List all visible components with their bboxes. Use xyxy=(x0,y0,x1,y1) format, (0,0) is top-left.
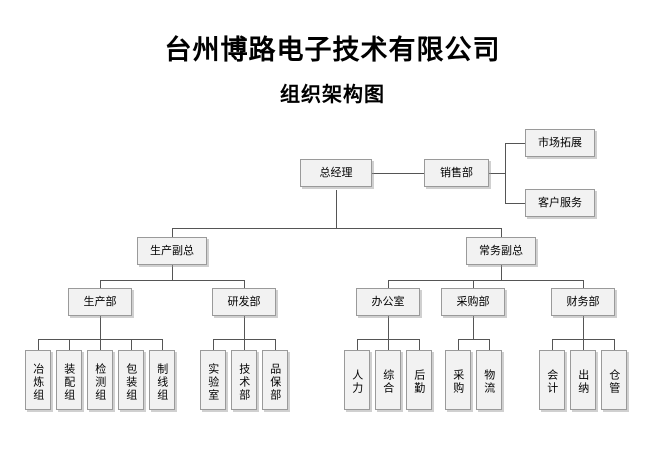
connector-office-trunk xyxy=(388,316,389,339)
connector-office-grp-1 xyxy=(388,339,389,350)
connector-office-grp-0 xyxy=(357,339,358,350)
connector-prod-grp-4 xyxy=(162,339,163,350)
connector-sales-bus xyxy=(505,143,506,204)
connector-gm-to-sales xyxy=(372,173,424,174)
node-finance-dept[interactable]: 财务部 xyxy=(551,288,615,316)
node-rd-dept[interactable]: 研发部 xyxy=(212,288,276,316)
node-production-vp[interactable]: 生产副总 xyxy=(137,237,207,265)
connector-prod-grp-2 xyxy=(100,339,101,350)
connector-rd-grp-0 xyxy=(213,339,214,350)
connector-fin-grp-1 xyxy=(583,339,584,350)
node-executive-vp[interactable]: 常务副总 xyxy=(466,237,536,265)
connector-prod-grp-1 xyxy=(69,339,70,350)
node-production-group[interactable]: 冶炼组 xyxy=(25,350,51,410)
connector-production-trunk xyxy=(100,316,101,339)
connector-bus-to-prod-vp xyxy=(172,228,173,237)
connector-rd-trunk xyxy=(244,316,245,339)
chart-subtitle: 组织架构图 xyxy=(280,82,385,106)
connector-sales-to-service xyxy=(505,203,525,204)
node-rd-group[interactable]: 技术部 xyxy=(231,350,257,410)
connector-bus-to-exec-vp xyxy=(501,228,502,237)
node-customer-service[interactable]: 客户服务 xyxy=(525,189,595,217)
connector-to-finance-dept xyxy=(583,280,584,288)
connector-sales-to-market xyxy=(505,143,525,144)
node-production-group[interactable]: 装配组 xyxy=(56,350,82,410)
connector-prod-vp-trunk xyxy=(172,265,173,280)
connector-office-grp-2 xyxy=(419,339,420,350)
connector-fin-grp-2 xyxy=(614,339,615,350)
node-production-group[interactable]: 包装组 xyxy=(118,350,144,410)
connector-vp-bus xyxy=(172,228,501,229)
connector-rd-grp-1 xyxy=(244,339,245,350)
node-production-group[interactable]: 检测组 xyxy=(87,350,113,410)
connector-to-rd-dept xyxy=(244,280,245,288)
connector-rd-grp-2 xyxy=(275,339,276,350)
connector-to-purchasing-dept xyxy=(473,280,474,288)
connector-purch-grp-1 xyxy=(489,339,490,350)
connector-prod-vp-bus xyxy=(100,280,244,281)
connector-exec-vp-bus xyxy=(388,280,583,281)
node-office-group[interactable]: 后勤 xyxy=(406,350,432,410)
connector-gm-trunk xyxy=(336,190,337,228)
node-finance-group[interactable]: 仓管 xyxy=(601,350,627,410)
connector-prod-grp-0 xyxy=(38,339,39,350)
node-purchasing-group[interactable]: 物流 xyxy=(476,350,502,410)
node-office-group[interactable]: 人力 xyxy=(344,350,370,410)
connector-purchasing-trunk xyxy=(473,316,474,339)
node-purchasing-dept[interactable]: 采购部 xyxy=(441,288,505,316)
connector-to-production-dept xyxy=(100,280,101,288)
page-title: 台州博路电子技术有限公司 xyxy=(164,35,501,66)
node-purchasing-group[interactable]: 采购 xyxy=(445,350,471,410)
node-finance-group[interactable]: 出纳 xyxy=(570,350,596,410)
node-office-group[interactable]: 综合 xyxy=(375,350,401,410)
connector-finance-trunk xyxy=(583,316,584,339)
node-general-manager[interactable]: 总经理 xyxy=(300,159,372,187)
connector-exec-vp-trunk xyxy=(501,265,502,280)
connector-purchasing-bus xyxy=(458,339,489,340)
node-production-dept[interactable]: 生产部 xyxy=(68,288,132,316)
node-finance-group[interactable]: 会计 xyxy=(539,350,565,410)
node-market-development[interactable]: 市场拓展 xyxy=(525,129,595,157)
node-sales-dept[interactable]: 销售部 xyxy=(424,159,489,187)
node-rd-group[interactable]: 品保部 xyxy=(262,350,288,410)
connector-sales-stub xyxy=(489,173,505,174)
node-production-group[interactable]: 制线组 xyxy=(149,350,175,410)
connector-purch-grp-0 xyxy=(458,339,459,350)
connector-fin-grp-0 xyxy=(552,339,553,350)
node-office-dept[interactable]: 办公室 xyxy=(356,288,420,316)
connector-to-office-dept xyxy=(388,280,389,288)
connector-prod-grp-3 xyxy=(131,339,132,350)
node-rd-group[interactable]: 实验室 xyxy=(200,350,226,410)
